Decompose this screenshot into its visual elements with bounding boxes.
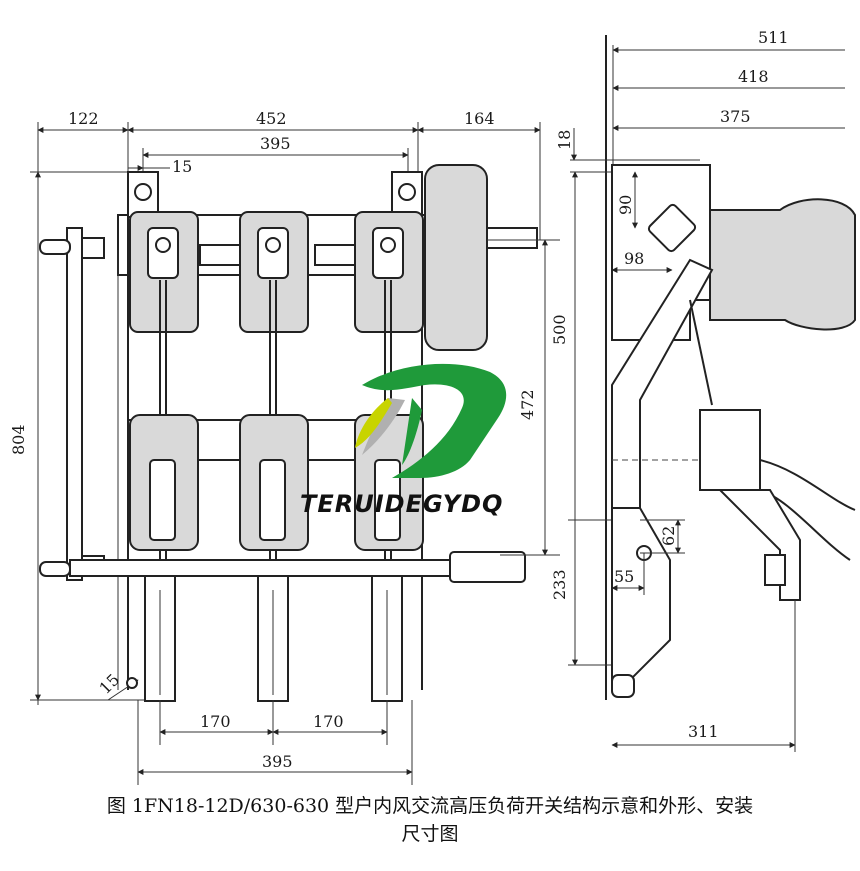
dim-side-base-depth: 311	[688, 722, 719, 741]
dim-side-depth-3: 375	[720, 107, 751, 126]
dim-side-depth-2: 418	[738, 67, 769, 86]
upper-operating-shaft	[39, 239, 71, 255]
logo-text: TERUIDEGYDQ	[300, 490, 503, 518]
dim-front-width-right: 164	[464, 109, 495, 128]
dim-side-depth-1: 511	[758, 28, 789, 47]
dim-front-pole-pitch-1: 170	[200, 712, 231, 731]
watermark-logo: TERUIDEGYDQ	[300, 363, 507, 518]
drive-mechanism-drum	[424, 164, 488, 351]
installation-drawing: 122 452 164 395 15 804	[9, 28, 856, 785]
dim-front-offset-bottom: 15	[95, 670, 123, 698]
dim-front-height-total: 804	[9, 424, 28, 455]
dim-side-hole-vertical: 90	[616, 195, 635, 215]
mounting-frame-left	[66, 227, 83, 581]
caption-line-1: 图 1FN18-12D/630-630 型户内风交流高压负荷开关结构示意和外形、…	[106, 795, 754, 817]
dim-front-width-left: 122	[68, 109, 99, 128]
dim-front-pole-span-top: 395	[260, 134, 291, 153]
side-drive-drum	[709, 198, 856, 331]
lower-main-shaft	[69, 559, 491, 577]
dim-side-bracket-offset: 55	[614, 567, 634, 586]
dim-front-width-total: 452	[256, 109, 287, 128]
dim-front-offset-top: 15	[172, 157, 192, 176]
upper-insulators	[129, 211, 424, 333]
dim-side-bracket-height: 62	[659, 526, 678, 546]
dim-front-pole-pitch-2: 170	[313, 712, 344, 731]
dim-side-top-offset: 18	[555, 130, 574, 150]
dim-side-hole-horizontal: 98	[624, 249, 644, 268]
dim-side-bracket-lower: 233	[550, 569, 569, 600]
dim-front-height-inner: 472	[518, 389, 537, 420]
side-view: 511 418 375 18 500 233 90 98	[550, 28, 856, 752]
figure-caption: 图 1FN18-12D/630-630 型户内风交流高压负荷开关结构示意和外形、…	[0, 792, 860, 848]
dim-front-pole-span-bottom: 395	[262, 752, 293, 771]
lower-operating-shaft	[39, 561, 71, 577]
dim-side-height-upper: 500	[550, 314, 569, 345]
logo-swoosh	[362, 363, 507, 478]
caption-line-2: 尺寸图	[401, 823, 459, 845]
